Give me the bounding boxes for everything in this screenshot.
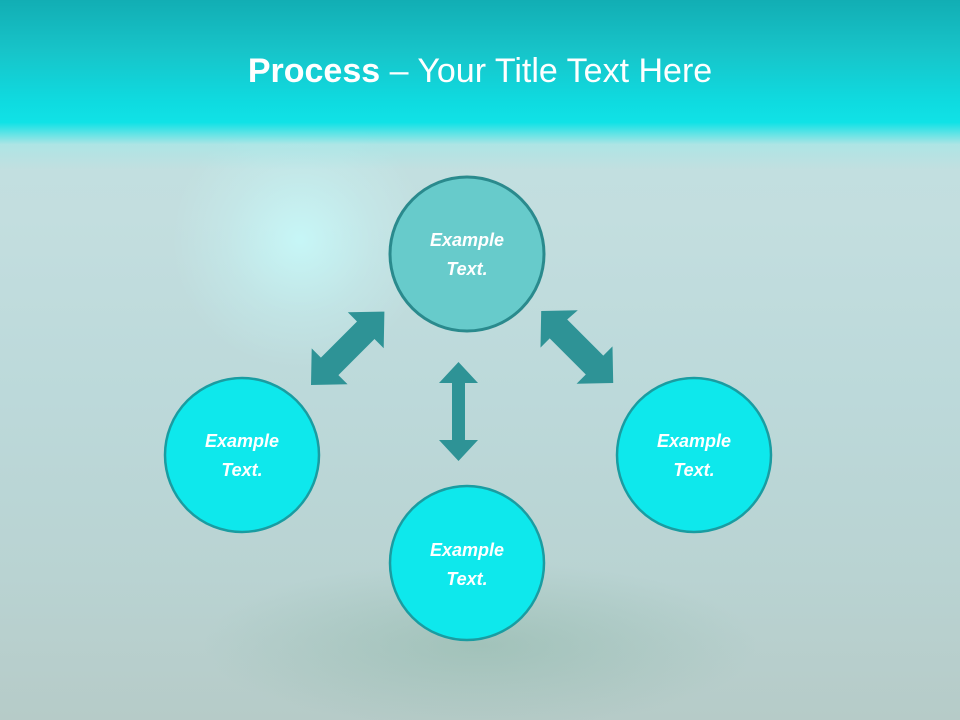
arrow-center-to-right bbox=[540, 310, 614, 384]
node-bottom-line1: Example bbox=[430, 540, 504, 560]
title-strong: Process bbox=[247, 52, 381, 90]
node-circle-bottom bbox=[388, 484, 546, 642]
node-right-line2: Text. bbox=[673, 460, 714, 480]
process-node-bottom: Example Text. bbox=[388, 484, 546, 642]
node-center-line1: Example bbox=[430, 230, 504, 250]
node-center-line2: Text. bbox=[446, 259, 487, 279]
node-circle-center bbox=[388, 175, 546, 333]
title-rest: – Your Title Text Here bbox=[380, 52, 713, 90]
node-right-line1: Example bbox=[657, 431, 731, 451]
node-left-line2: Text. bbox=[221, 460, 262, 480]
node-left-line1: Example bbox=[205, 431, 279, 451]
header-band bbox=[0, 0, 960, 170]
node-circle-right bbox=[615, 376, 773, 534]
process-node-center: Example Text. bbox=[388, 175, 546, 333]
node-circle-left bbox=[163, 376, 321, 534]
node-bottom-line2: Text. bbox=[446, 569, 487, 589]
process-node-right: Example Text. bbox=[615, 376, 773, 534]
slide-title: Process – Your Title Text Here bbox=[0, 52, 960, 91]
arrow-center-to-bottom bbox=[439, 362, 478, 461]
process-node-left: Example Text. bbox=[163, 376, 321, 534]
arrow-center-to-left bbox=[311, 311, 385, 385]
